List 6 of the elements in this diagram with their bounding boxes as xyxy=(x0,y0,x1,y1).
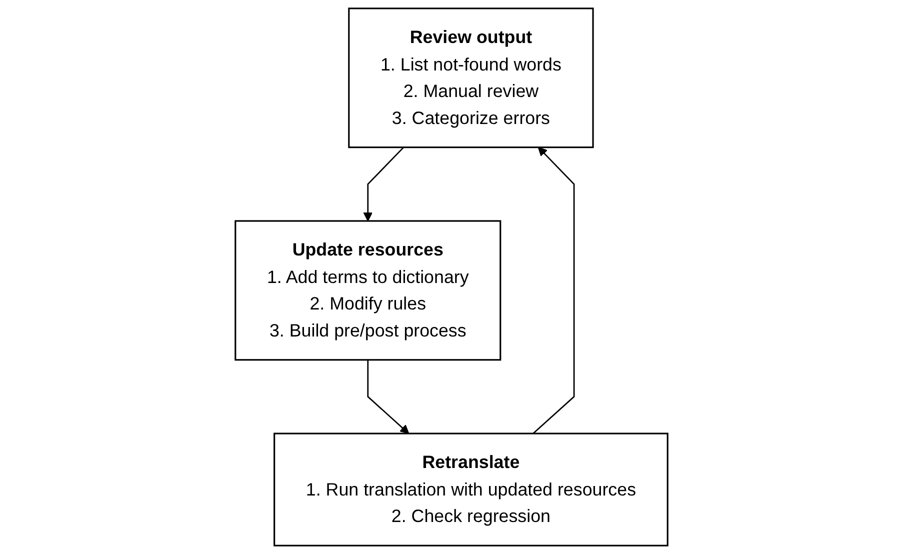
node-box: Retranslate 1. Run translation with updated resources 2. Check regression xyxy=(274,432,668,546)
arrow xyxy=(532,146,575,434)
arrow xyxy=(367,360,410,434)
arrow xyxy=(363,146,404,222)
node-box: Update resources 1. Add terms to dictionary 2. Modify rules 3. Build pre/post process xyxy=(234,220,502,361)
node-box: Review output 1. List not-found words 2. Manual review 3. Categorize errors xyxy=(348,8,594,148)
